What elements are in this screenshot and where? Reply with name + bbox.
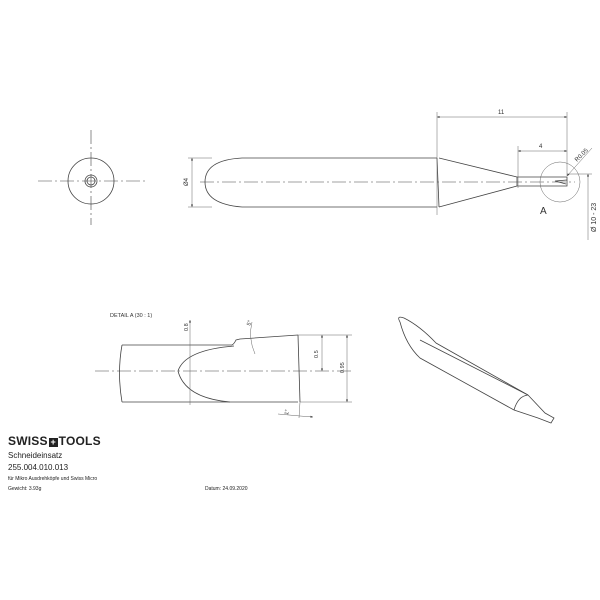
side-view — [188, 112, 593, 240]
drawing-date: Datum: 24.09.2020 — [205, 486, 248, 492]
dim-diameter: Ø4 — [184, 177, 190, 186]
part-number: 255.004.010.013 — [8, 463, 69, 472]
part-weight: Gewicht: 3.93g — [8, 486, 42, 492]
detail-dim-08: 0.8 — [184, 323, 190, 331]
brand-logo: SWISS+TOOLS — [8, 434, 101, 448]
detail-angle-1: 1° — [284, 409, 291, 415]
part-description: für Mikro Ausdrehköpfe und Swiss Micro — [8, 476, 98, 482]
detail-view — [95, 320, 352, 419]
detail-dim-095: 0.95 — [340, 362, 346, 373]
dim-radius: R0.05 — [574, 147, 590, 163]
end-view — [38, 130, 145, 225]
dim-bore-range: Ø 10 - 23 — [591, 203, 598, 232]
dim-length-tip: 4 — [539, 144, 543, 150]
isometric-view — [398, 316, 555, 424]
detail-angle-5: 5° — [246, 320, 253, 327]
detail-dim-05: 0.5 — [314, 350, 320, 358]
detail-title: DETAIL A (30 : 1) — [110, 313, 152, 319]
dim-length-total: 11 — [498, 110, 505, 116]
part-name: Schneideinsatz — [8, 451, 63, 460]
detail-ref-label: A — [540, 206, 547, 217]
